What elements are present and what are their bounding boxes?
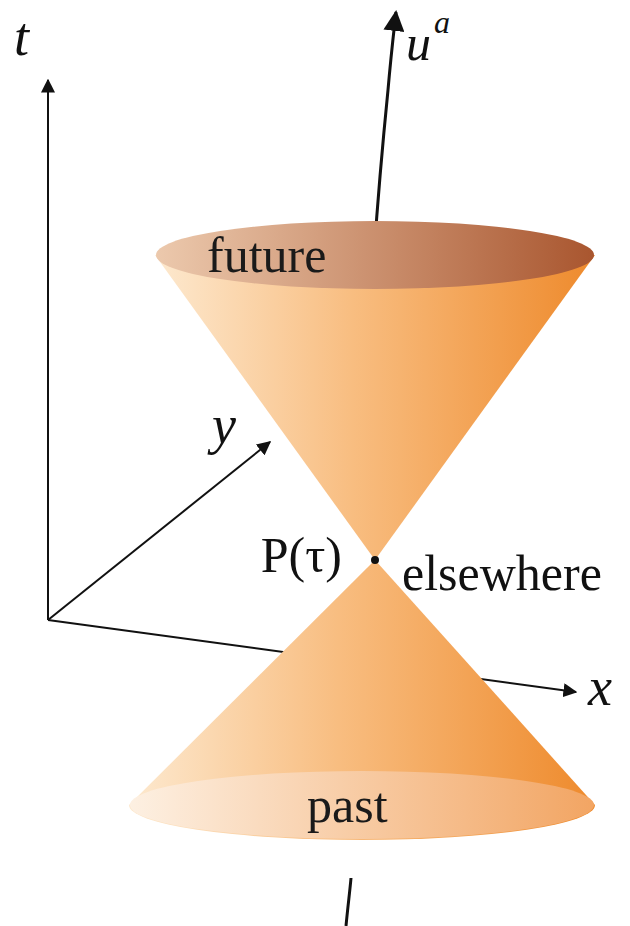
region-label: future bbox=[207, 230, 326, 280]
region-label: past bbox=[307, 780, 388, 830]
cone-cap-ellipse: past bbox=[129, 770, 595, 840]
cone-cap-ellipse: future bbox=[155, 220, 595, 290]
vector-index: a bbox=[434, 6, 450, 38]
region-label: elsewhere bbox=[402, 548, 602, 598]
worldline-lower bbox=[346, 878, 351, 926]
axis-label: y bbox=[212, 398, 236, 452]
axis-label: x bbox=[588, 660, 612, 714]
axis-label: t bbox=[14, 10, 29, 64]
past-cone bbox=[129, 560, 595, 840]
vector-label: u bbox=[406, 18, 431, 68]
future-cone bbox=[155, 255, 595, 560]
event-label: P(τ) bbox=[261, 530, 342, 580]
event-point bbox=[371, 556, 379, 564]
